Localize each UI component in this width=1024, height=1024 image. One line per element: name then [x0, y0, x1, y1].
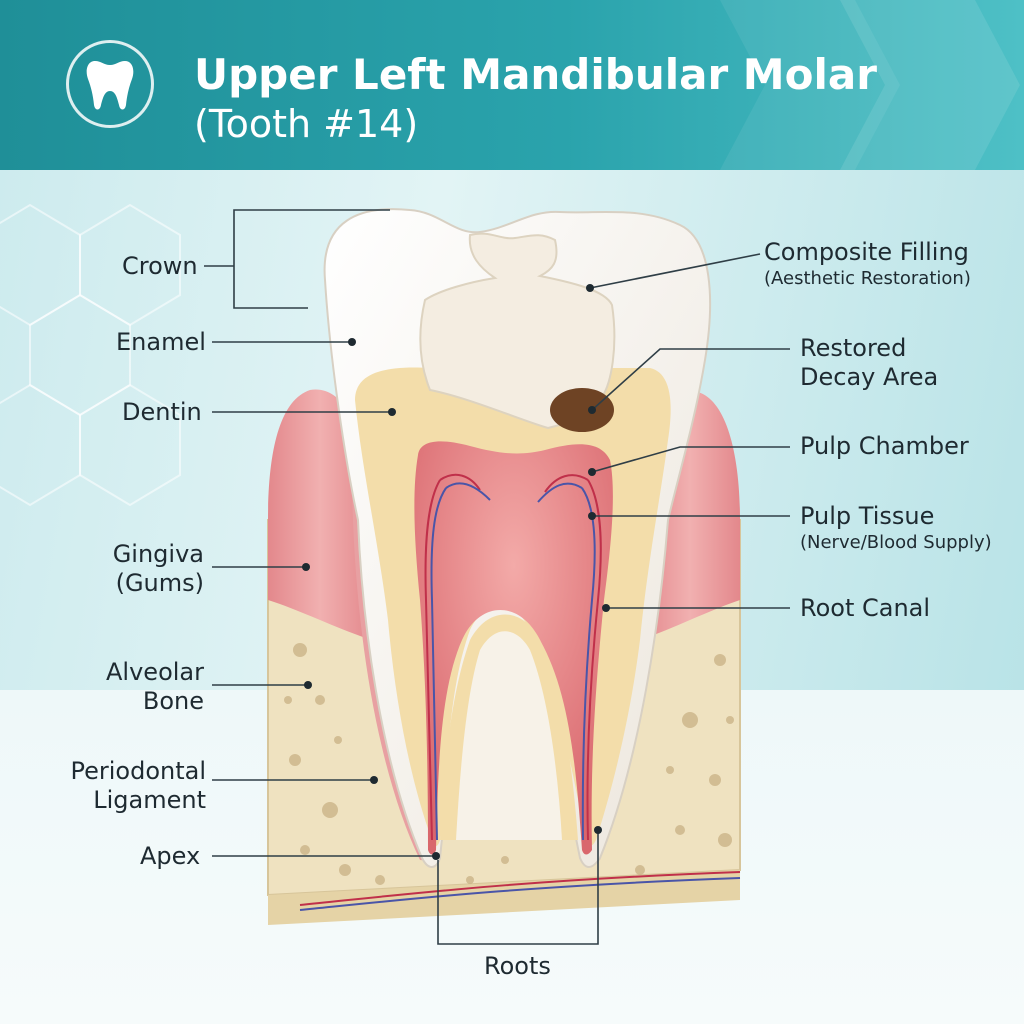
header-banner: Upper Left Mandibular Molar (Tooth #14): [0, 0, 1024, 170]
label-gingiva-line2: (Gums): [115, 569, 204, 597]
label-periodontal-line1: Periodontal: [70, 757, 206, 785]
label-root-canal: Root Canal: [800, 594, 931, 622]
label-composite-filling: Composite Filling (Aesthetic Restoration…: [764, 238, 971, 291]
label-apex: Apex: [140, 842, 201, 870]
tooth-icon: [86, 61, 134, 110]
label-enamel: Enamel: [116, 328, 206, 356]
label-dentin: Dentin: [122, 398, 202, 426]
label-alveolar-line1: Alveolar: [106, 658, 204, 686]
label-composite-filling-title: Composite Filling: [764, 238, 969, 266]
page-title: Upper Left Mandibular Molar: [194, 50, 877, 99]
label-gingiva: Gingiva (Gums): [108, 540, 204, 598]
label-gingiva-line1: Gingiva: [112, 540, 204, 568]
label-composite-filling-sub: (Aesthetic Restoration): [764, 268, 971, 289]
label-pulp-chamber: Pulp Chamber: [800, 432, 969, 460]
page-subtitle: (Tooth #14): [194, 102, 419, 146]
label-alveolar-line2: Bone: [142, 687, 204, 715]
label-pulp-tissue-title: Pulp Tissue: [800, 502, 935, 530]
label-roots: Roots: [484, 952, 551, 980]
logo-badge: [66, 40, 154, 128]
nerve-blood-vessels: [299, 473, 741, 911]
leader-lines: [204, 209, 790, 945]
label-restored-line2: Decay Area: [800, 363, 939, 391]
label-crown: Crown: [122, 252, 198, 280]
inter-root-enamel: [456, 631, 562, 840]
label-periodontal-line2: Ligament: [93, 786, 206, 814]
restored-decay-area: [550, 388, 614, 432]
leader-dots: [302, 284, 610, 860]
hexagon-pattern: [0, 203, 181, 507]
pulp-chamber: [414, 441, 613, 855]
label-restored-decay: Restored Decay Area: [800, 334, 938, 392]
label-restored-line1: Restored: [800, 334, 907, 362]
label-periodontal-ligament: Periodontal Ligament: [56, 757, 206, 815]
label-alveolar-bone: Alveolar Bone: [100, 658, 204, 716]
label-pulp-tissue-sub: (Nerve/Blood Supply): [800, 532, 992, 553]
label-pulp-tissue: Pulp Tissue (Nerve/Blood Supply): [800, 502, 992, 555]
